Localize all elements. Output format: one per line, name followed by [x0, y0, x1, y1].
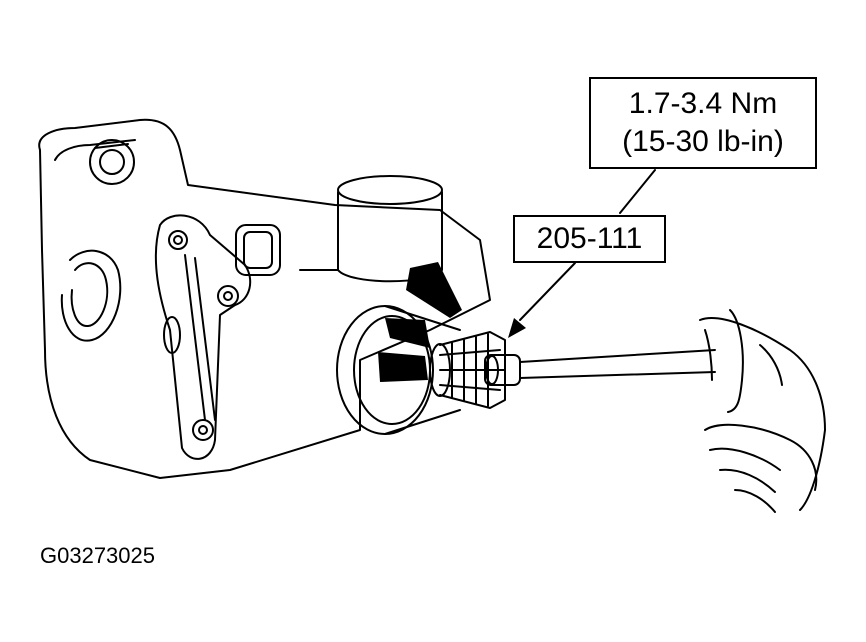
top-boss	[89, 139, 135, 185]
torque-spec-callout: 1.7-3.4 Nm (15-30 lb-in)	[589, 77, 817, 169]
bracket-plate	[154, 214, 252, 460]
tool-arrowhead	[508, 318, 526, 338]
torque-spec-imperial: (15-30 lb-in)	[622, 125, 784, 158]
figure-id-label: G03273025	[40, 543, 155, 568]
torque-leader	[619, 169, 656, 214]
direction-arrows	[378, 262, 462, 382]
housing-outline	[38, 118, 491, 479]
hand-sketch	[699, 309, 826, 513]
tool-number-callout: 205-111	[513, 215, 666, 263]
torque-spec-metric: 1.7-3.4 Nm	[628, 87, 778, 120]
tool-leader	[519, 262, 576, 321]
seal-installer-tool	[429, 331, 716, 409]
